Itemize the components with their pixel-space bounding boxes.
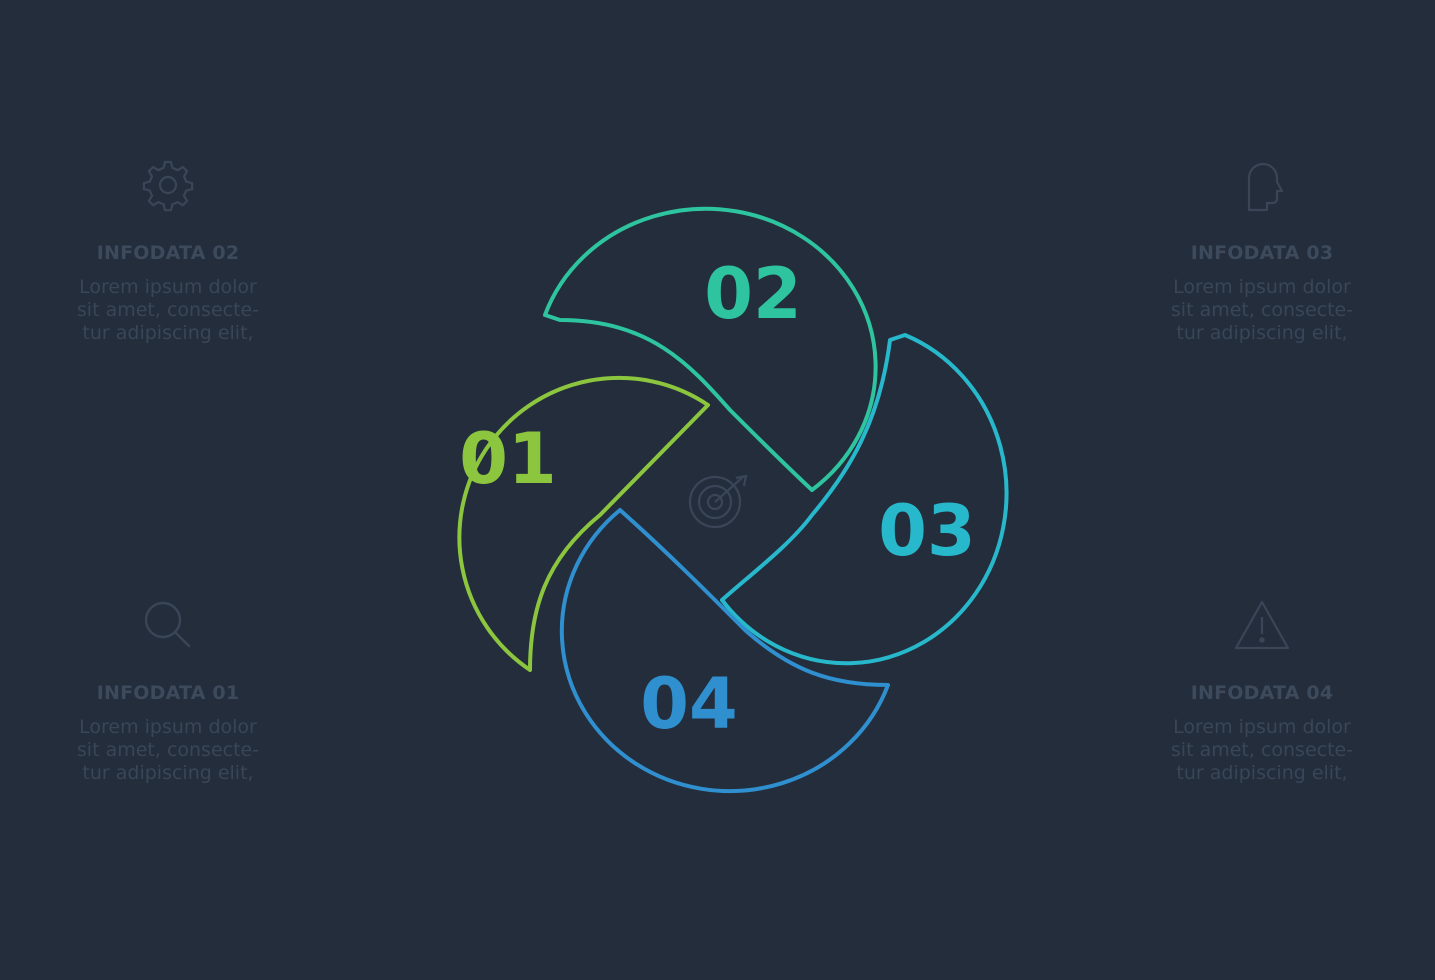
info-title: INFODATA 02	[96, 242, 240, 264]
info-block-top-right: INFODATA 03 Lorem ipsum dolor sit amet, …	[1142, 158, 1382, 345]
head-icon	[1247, 162, 1284, 212]
step-number-01: 01	[459, 418, 556, 500]
info-title: INFODATA 04	[1190, 682, 1334, 704]
info-text: Lorem ipsum dolor sit amet, consecte- tu…	[76, 276, 260, 344]
info-title: INFODATA 03	[1190, 242, 1334, 264]
info-block-bottom-left: INFODATA 01 Lorem ipsum dolor sit amet, …	[48, 598, 288, 785]
petal-02	[543, 206, 878, 492]
target-icon	[688, 474, 748, 529]
petal-01	[457, 375, 710, 672]
info-block-top-left: INFODATA 02 Lorem ipsum dolor sit amet, …	[48, 158, 288, 345]
step-number-03: 03	[878, 490, 975, 572]
petal-04	[559, 508, 890, 794]
warning-icon	[1234, 600, 1290, 650]
info-title: INFODATA 01	[96, 682, 240, 704]
info-text: Lorem ipsum dolor sit amet, consecte- tu…	[76, 716, 260, 784]
gear-icon	[142, 160, 194, 212]
info-text: Lorem ipsum dolor sit amet, consecte- tu…	[1170, 716, 1354, 784]
search-icon	[144, 601, 191, 648]
step-number-04: 04	[640, 663, 737, 745]
petal-03	[720, 333, 1009, 666]
step-number-02: 02	[704, 253, 801, 335]
info-block-bottom-right: INFODATA 04 Lorem ipsum dolor sit amet, …	[1142, 598, 1382, 785]
info-text: Lorem ipsum dolor sit amet, consecte- tu…	[1170, 276, 1354, 344]
